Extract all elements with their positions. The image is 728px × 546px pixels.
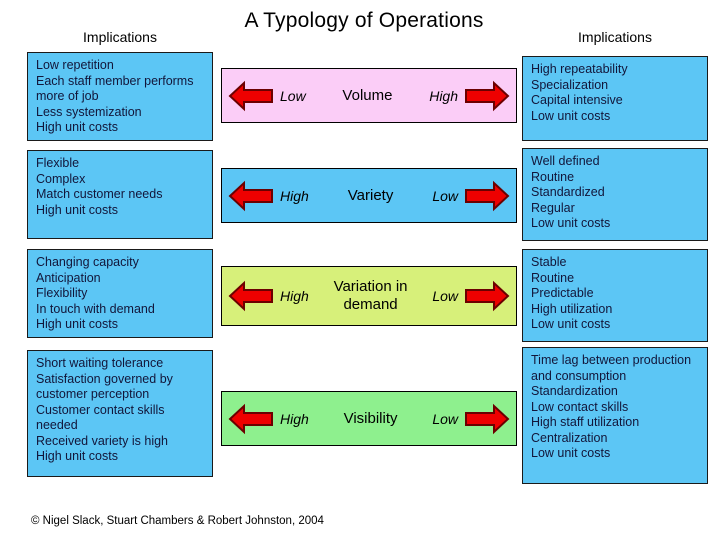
list-item: Regular — [531, 200, 575, 215]
list-item: Low unit costs — [531, 317, 611, 331]
list-item: High unit costs — [36, 449, 118, 463]
dimension-bar-volume: Low Volume High — [221, 68, 517, 123]
list-item: High staff utilization — [531, 415, 640, 429]
dimension-bar-variety: High Variety Low — [221, 168, 517, 223]
left-implications-box-volume: Low repetition Each staff member perform… — [27, 52, 213, 141]
list-item: Stable — [531, 255, 567, 269]
list-item: Short waiting tolerance — [36, 356, 164, 370]
dimension-name: Variation in demand — [333, 278, 408, 313]
list-item: Standardization — [531, 384, 618, 398]
left-implications-box-visibility: Short waiting tolerance Satisfaction gov… — [27, 350, 213, 477]
dimension-right-side: Low — [426, 279, 510, 313]
list-item: Match customer needs — [36, 187, 163, 201]
dimension-bar-variation-in-demand: High Variation in demand Low — [221, 266, 517, 326]
list-item: Anticipation — [36, 270, 101, 285]
list-item: Standardized — [531, 185, 605, 199]
list-item: Low unit costs — [531, 216, 611, 230]
dimension-right-label: Low — [432, 288, 458, 304]
list-item: Customer contact skills needed — [36, 402, 168, 433]
arrow-right-icon — [465, 180, 510, 211]
dimension-name: Visibility — [343, 409, 398, 427]
list-item: Centralization — [531, 430, 608, 445]
list-item: Specialization — [531, 77, 609, 92]
arrow-left-icon — [228, 403, 273, 434]
copyright-credit: © Nigel Slack, Stuart Chambers & Robert … — [31, 515, 324, 527]
dimension-right-label: High — [429, 87, 458, 104]
list-item: Capital intensive — [531, 93, 623, 107]
list-item: Low repetition — [36, 58, 114, 72]
list-item: Received variety is high — [36, 433, 169, 448]
right-implications-header: Implications — [578, 29, 652, 45]
list-item: Complex — [36, 171, 86, 186]
right-implications-box-variety: Well defined Routine Standardized Regula… — [522, 148, 708, 241]
dimension-left-label: High — [280, 187, 309, 204]
arrow-right-icon — [465, 403, 510, 434]
list-item: High repeatability — [531, 62, 628, 76]
dimension-left-side: High — [228, 279, 315, 313]
dimension-left-label: High — [280, 288, 309, 304]
arrow-left-icon — [228, 280, 273, 312]
dimension-left-side: High — [228, 402, 315, 436]
right-implications-box-visibility: Time lag between production and consumpt… — [522, 347, 708, 484]
left-implications-header: Implications — [83, 29, 157, 45]
dimension-right-label: Low — [432, 187, 458, 204]
dimension-bar-visibility: High Visibility Low — [221, 391, 517, 446]
left-implications-box-variety: Flexible Complex Match customer needs Hi… — [27, 150, 213, 239]
list-item: Each staff member performs more of job — [36, 73, 197, 104]
list-item: Time lag between production and consumpt… — [531, 353, 695, 383]
list-item: Less systemization — [36, 104, 142, 119]
list-item: Predictable — [531, 286, 594, 300]
left-implications-box-variation: Changing capacity Anticipation Flexibili… — [27, 249, 213, 338]
list-item: High unit costs — [36, 202, 118, 217]
list-item: Low unit costs — [531, 446, 611, 460]
right-implications-box-volume: High repeatability Specialization Capita… — [522, 56, 708, 141]
dimension-name: Variety — [347, 186, 394, 204]
arrow-left-icon — [228, 180, 273, 211]
list-item: Routine — [531, 169, 575, 184]
arrow-right-icon — [465, 280, 510, 312]
list-item: High unit costs — [36, 120, 118, 134]
dimension-left-side: High — [228, 179, 315, 213]
list-item: Changing capacity — [36, 255, 139, 269]
dimension-left-label: Low — [280, 87, 306, 104]
arrow-right-icon — [465, 80, 510, 111]
dimension-name: Volume — [342, 86, 393, 104]
list-item: Flexibility — [36, 286, 88, 300]
list-item: In touch with demand — [36, 301, 155, 316]
list-item: Well defined — [531, 154, 600, 168]
list-item: High utilization — [531, 301, 613, 316]
list-item: Low unit costs — [531, 108, 611, 123]
page-title: A Typology of Operations — [244, 9, 484, 32]
dimension-right-side: Low — [426, 179, 510, 213]
arrow-left-icon — [228, 80, 273, 111]
list-item: High unit costs — [36, 317, 118, 331]
list-item: Low contact skills — [531, 399, 629, 414]
list-item: Satisfaction governed by customer percep… — [36, 371, 177, 402]
dimension-right-side: High — [423, 79, 510, 113]
dimension-left-label: High — [280, 410, 309, 427]
list-item: Flexible — [36, 156, 80, 170]
list-item: Routine — [531, 270, 575, 285]
dimension-right-side: Low — [426, 402, 510, 436]
dimension-right-label: Low — [432, 410, 458, 427]
right-implications-box-variation: Stable Routine Predictable High utilizat… — [522, 249, 708, 342]
dimension-left-side: Low — [228, 79, 312, 113]
